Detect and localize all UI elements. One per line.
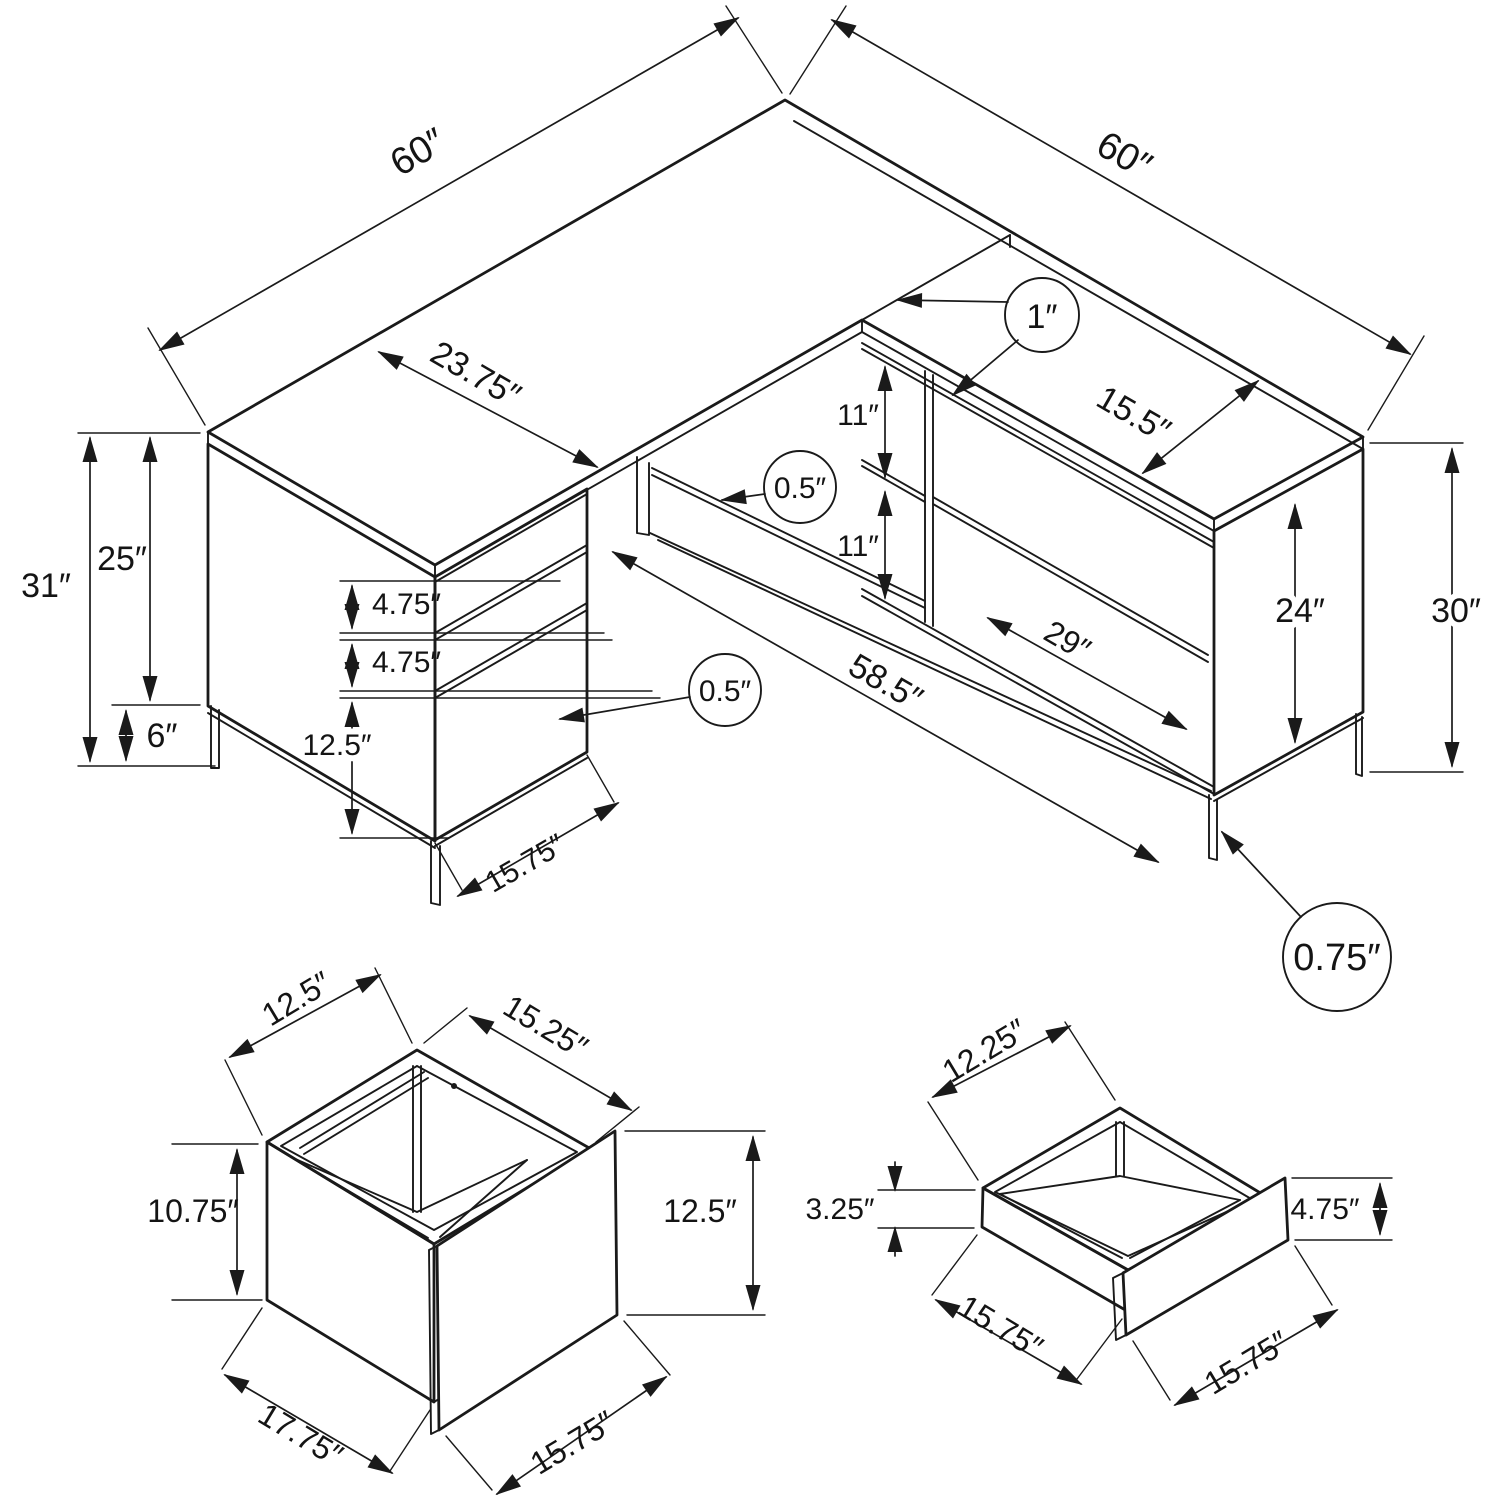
callout-shelf-thickness: 0.5″ (720, 450, 837, 524)
dim-label-drawer-top-edge: 12.25″ (936, 1012, 1033, 1090)
dim-box-side-height: 10.75″ (147, 1143, 263, 1301)
dim-label-drawer-front-width: 15.75″ (1198, 1324, 1295, 1402)
dim-label-width-left: 60″ (383, 120, 452, 184)
dim-label-drawer-bottom-left-edge: 15.75″ (952, 1288, 1049, 1366)
dim-label-drawer-file: 12.5″ (302, 729, 371, 762)
dim-depth-right: 15.5″ (1090, 378, 1260, 475)
dim-box-bottom-edge: 17.75″ (221, 1307, 431, 1475)
dim-label-pedestal-width: 15.75″ (480, 828, 571, 900)
dim-box-front-height: 12.5″ (624, 1130, 766, 1316)
dim-label-shelf-length: 29″ (1038, 613, 1097, 668)
under-desk-frame (636, 456, 1212, 800)
dim-label-depth-right: 15.5″ (1090, 378, 1177, 450)
callout-leg-thickness: 0.75″ (1220, 830, 1392, 1012)
dim-drawer-top: 4.75″ (339, 580, 605, 634)
dim-height-total: 31″ (21, 432, 216, 767)
dim-label-box-top-edge: 12.5″ (256, 964, 338, 1033)
dim-height-panel: 25″ (97, 436, 201, 706)
dim-box-top-right-edge: 15.25″ (423, 988, 640, 1143)
drawer-box-drawing: 12.5″ 15.25″ 10.75″ 12.5″ 17.75″ (147, 964, 766, 1496)
dim-drawer-top-edge: 12.25″ (927, 1012, 1116, 1181)
dim-label-box-front-height: 12.5″ (663, 1193, 737, 1229)
dim-label-width-right: 60″ (1089, 123, 1158, 187)
pedestal-drawer-fronts (433, 487, 589, 847)
desk-top-surface (206, 98, 1365, 578)
dim-label-interior-height: 24″ (1275, 592, 1325, 630)
dim-label-opening-upper: 11″ (837, 399, 879, 432)
dim-label-opening-lower: 11″ (837, 530, 879, 563)
dim-label-drawer-front-height: 4.75″ (1290, 1193, 1359, 1226)
callout-label-top-thickness: 1″ (1027, 298, 1058, 336)
dim-drawer-side-height: 3.25″ (805, 1161, 976, 1257)
dim-label-box-top-right-edge: 15.25″ (497, 988, 594, 1066)
drawer-front-panel (1112, 1176, 1290, 1341)
dim-shelf-length: 29″ (986, 607, 1188, 730)
dim-depth-left: 23.75″ (377, 334, 599, 468)
dim-label-box-bottom-edge: 17.75″ (252, 1396, 349, 1474)
dim-label-drawer-side-height: 3.25″ (805, 1193, 874, 1226)
dim-height-clearance: 6″ (118, 709, 178, 762)
dim-opening-lower: 11″ (837, 490, 893, 600)
pedestal-legs (210, 705, 441, 906)
dim-unit-height: 30″ (1369, 442, 1487, 773)
dim-label-unit-height: 30″ (1431, 592, 1481, 630)
callout-drawer-front-thickness: 0.5″ (558, 653, 762, 727)
dim-label-drawer-mid: 4.75″ (372, 646, 441, 679)
box-front-panel (428, 1129, 619, 1435)
dim-label-height-panel: 25″ (97, 540, 147, 578)
dim-drawer-bottom-left-edge: 15.75″ (931, 1234, 1123, 1386)
small-drawer-drawing: 12.25″ 3.25″ 4.75″ 15.75″ 15.75″ (805, 1012, 1393, 1407)
dim-label-height-clearance: 6″ (147, 717, 178, 755)
desk-drawing: 60″ 60″ 23.75″ 15.5″ 1″ 0.5″ (21, 5, 1487, 1012)
callout-label-leg-thickness: 0.75″ (1293, 937, 1380, 979)
dim-opening-upper: 11″ (837, 365, 893, 479)
callout-label-drawer-front-thickness: 0.5″ (699, 675, 752, 708)
dim-pedestal-width: 15.75″ (434, 754, 620, 900)
dim-interior-height: 24″ (1269, 503, 1331, 744)
dim-drawer-front-height: 4.75″ (1290, 1177, 1393, 1241)
callout-top-thickness: 1″ (896, 277, 1080, 397)
dim-label-drawer-top: 4.75″ (372, 588, 441, 621)
dim-label-box-side-height: 10.75″ (147, 1193, 238, 1229)
dim-label-box-front-width: 15.75″ (524, 1404, 621, 1482)
dim-drawer-file: 12.5″ (296, 697, 661, 839)
dim-drawer-mid: 4.75″ (339, 639, 653, 692)
callout-label-shelf-thickness: 0.5″ (774, 472, 827, 505)
dim-label-height-total: 31″ (21, 567, 71, 605)
